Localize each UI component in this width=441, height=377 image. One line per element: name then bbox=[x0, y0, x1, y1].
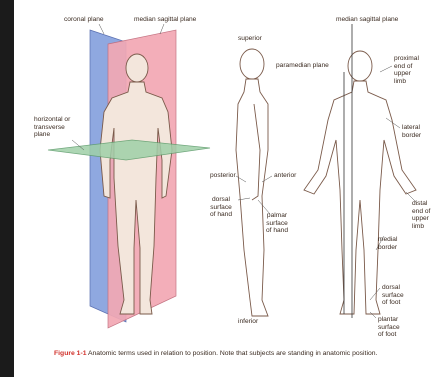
label-median-sagittal-plane-right: median sagittal plane bbox=[336, 16, 398, 24]
label-distal-end-upper-limb: distal end of upper limb bbox=[412, 200, 430, 230]
horizontal-plane-shape bbox=[48, 140, 210, 160]
label-lateral-border: lateral border bbox=[402, 124, 421, 139]
label-median-sagittal-plane-left: median sagittal plane bbox=[134, 16, 196, 24]
label-posterior: posterior bbox=[210, 172, 236, 180]
label-inferior: inferior bbox=[238, 318, 258, 326]
figure-page: coronal plane median sagittal plane hori… bbox=[14, 0, 441, 377]
figure-number: Figure 1-1 bbox=[54, 350, 86, 357]
label-proximal-end-upper-limb: proximal end of upper limb bbox=[394, 55, 419, 85]
label-medial-border: medial border bbox=[378, 236, 397, 251]
label-coronal-plane: coronal plane bbox=[64, 16, 104, 24]
caption-text: Anatomic terms used in relation to posit… bbox=[86, 350, 377, 357]
label-plantar-surface-foot: plantar surface of foot bbox=[378, 316, 400, 339]
body-outline-lateral bbox=[236, 49, 268, 316]
anatomy-figure-illustration bbox=[14, 0, 441, 377]
label-horizontal-plane: horizontal or transverse plane bbox=[34, 116, 70, 139]
label-dorsal-surface-foot: dorsal surface of foot bbox=[382, 284, 404, 307]
label-paramedian-plane: paramedian plane bbox=[276, 62, 329, 70]
label-dorsal-surface-hand: dorsal surface of hand bbox=[204, 196, 238, 219]
label-superior: superior bbox=[238, 35, 262, 43]
label-anterior: anterior bbox=[274, 172, 296, 180]
label-palmar-surface-hand: palmar surface of hand bbox=[260, 212, 294, 235]
body-outline-anterior bbox=[304, 51, 416, 314]
figure-caption: Figure 1-1 Anatomic terms used in relati… bbox=[54, 350, 424, 359]
